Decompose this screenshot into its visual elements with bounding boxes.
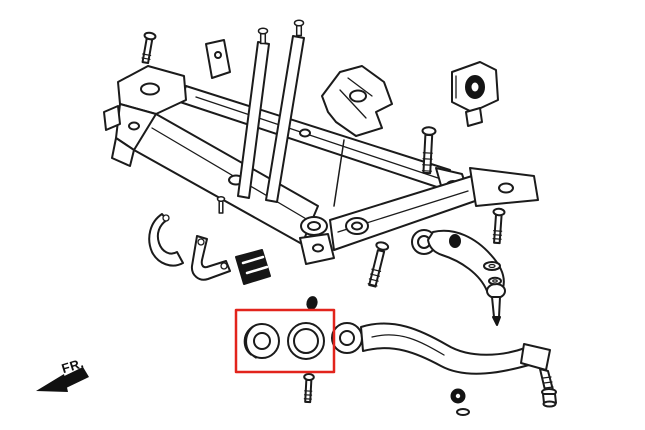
stabilizer-bracket xyxy=(148,213,184,267)
fr-direction-indicator: FR. xyxy=(36,355,89,392)
bolt-center xyxy=(367,241,390,288)
stabilizer-grommet-set xyxy=(450,388,470,416)
nut-dark xyxy=(449,234,461,248)
washers xyxy=(483,261,502,286)
bolt-bottom xyxy=(303,372,315,404)
diagram-root: FR. xyxy=(36,19,557,416)
bolt-top-left xyxy=(141,31,157,65)
bolt-right-long xyxy=(421,126,437,175)
grommet-dark-oval xyxy=(306,296,318,310)
u-clamp-bracket xyxy=(190,235,231,281)
fr-label: FR. xyxy=(60,355,86,376)
brace-bolt-left xyxy=(257,27,269,45)
front-subframe xyxy=(103,39,539,265)
highlight-box xyxy=(234,308,336,374)
ball-joint-housing xyxy=(486,283,506,299)
diagonal-brace-bars xyxy=(237,19,305,203)
lower-arm-bushings xyxy=(243,322,325,360)
heat-shield-bracket xyxy=(321,65,393,137)
fr-arrow-head xyxy=(36,374,68,392)
stud-small xyxy=(216,195,226,214)
lower-control-arm xyxy=(331,322,557,408)
brace-bolt-right xyxy=(293,19,305,37)
mount-bracket xyxy=(451,61,499,127)
upper-control-arm xyxy=(411,229,506,326)
bolt-right-short xyxy=(492,207,506,245)
bump-stop xyxy=(235,249,271,285)
